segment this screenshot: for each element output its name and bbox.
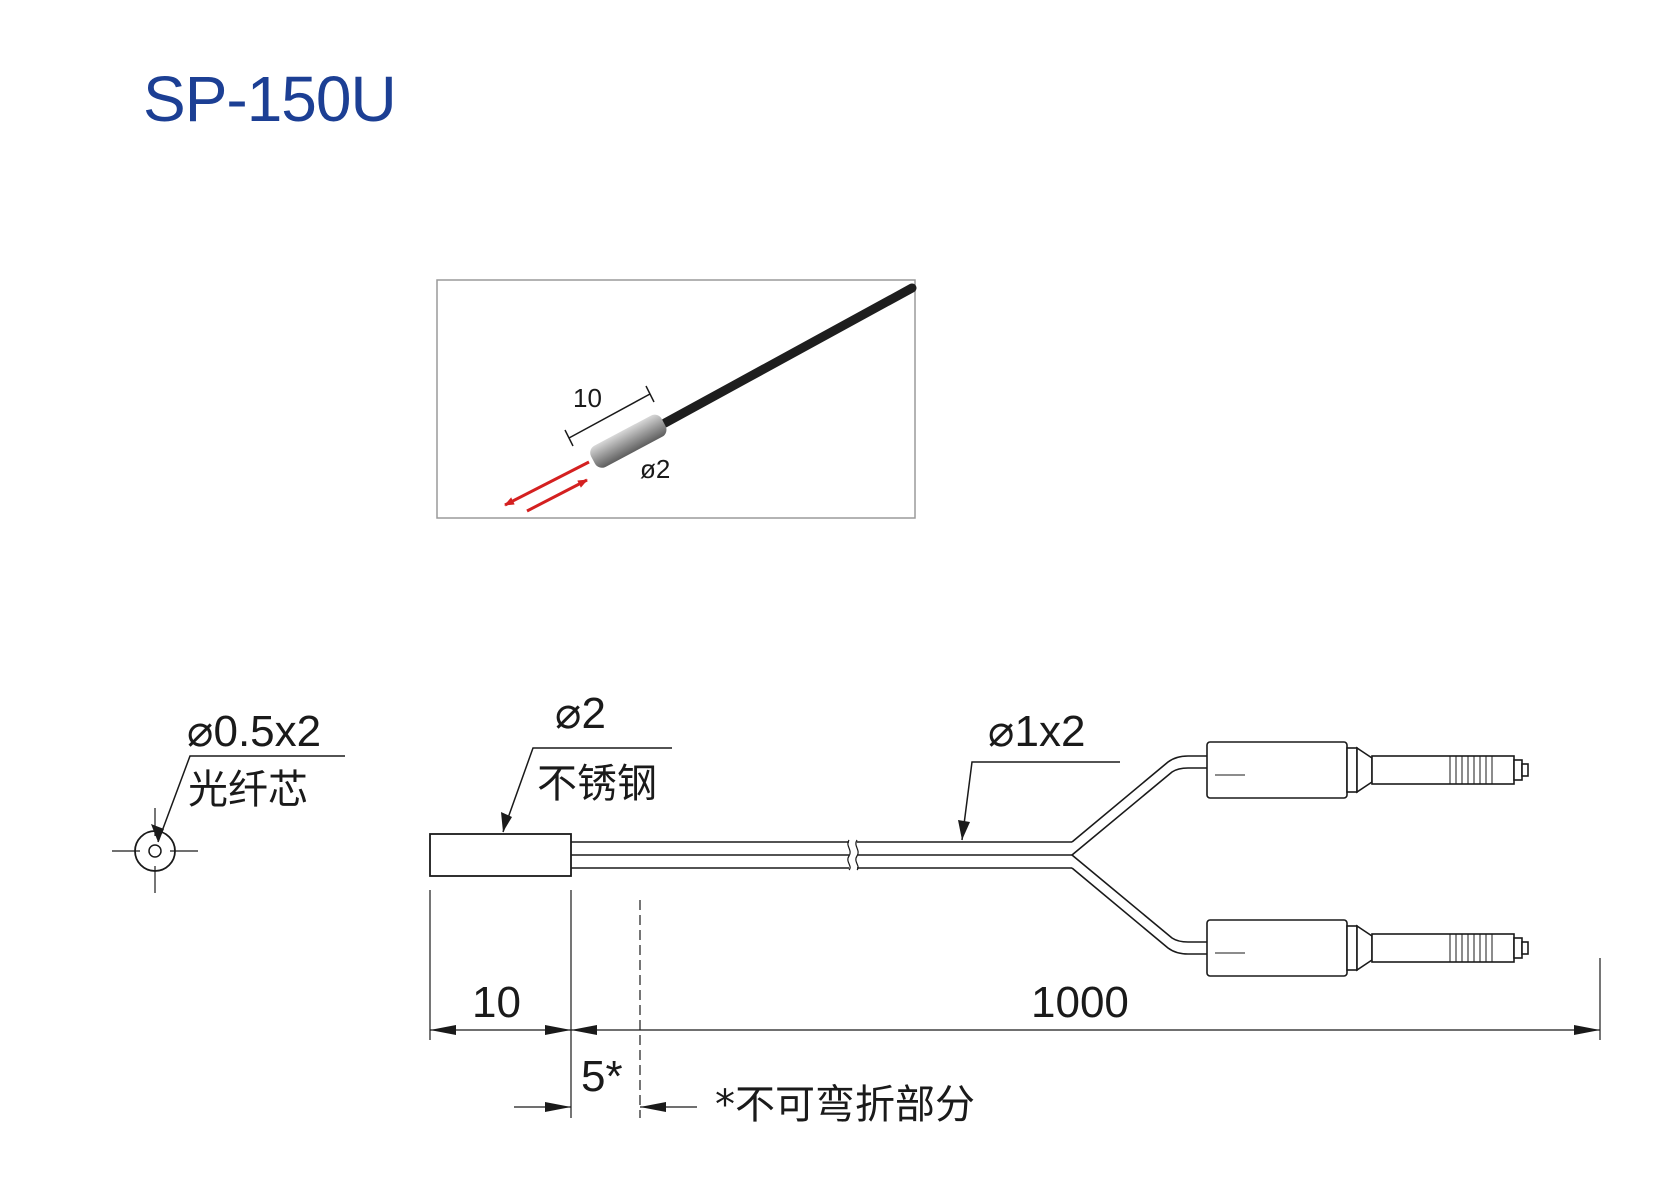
photo-dim-line [568, 393, 651, 439]
sleeve-material-label: 不锈钢 [537, 761, 657, 807]
cross-section [112, 755, 345, 893]
dimension-arrowheads [430, 1025, 1600, 1112]
photo-diameter-label: ø2 [640, 454, 670, 484]
fiber-core-circle [148, 844, 162, 858]
footnote: *不可弯折部分 [715, 1082, 975, 1128]
sleeve-leader [502, 747, 672, 833]
section-dimension-label: ⌀0.5x2 [187, 707, 321, 756]
dim-sleeve-length: 10 [472, 978, 521, 1027]
page-title: SP-150U [143, 63, 397, 135]
fiber-cable [571, 755, 1207, 955]
receive-arrow [526, 478, 588, 513]
sleeve-diameter-label: ⌀2 [555, 689, 606, 738]
photo-frame [436, 279, 916, 519]
emit-arrow [504, 460, 590, 507]
product-photo: 10 ø2 [436, 279, 917, 519]
cable-leader [961, 761, 1120, 841]
section-material-label: 光纤芯 [188, 767, 308, 813]
section-outer-circle [134, 830, 176, 872]
cable-diameter-label: ⌀1x2 [988, 707, 1085, 756]
photo-sleeve [590, 414, 667, 468]
dim-cable-length: 1000 [1031, 978, 1129, 1027]
connector-lower [1206, 919, 1529, 977]
connector-upper [1206, 741, 1529, 799]
dim-rigid-length: 5* [581, 1052, 623, 1101]
photo-cable [660, 283, 917, 428]
stainless-sleeve [429, 833, 572, 877]
photo-length-label: 10 [573, 383, 602, 413]
